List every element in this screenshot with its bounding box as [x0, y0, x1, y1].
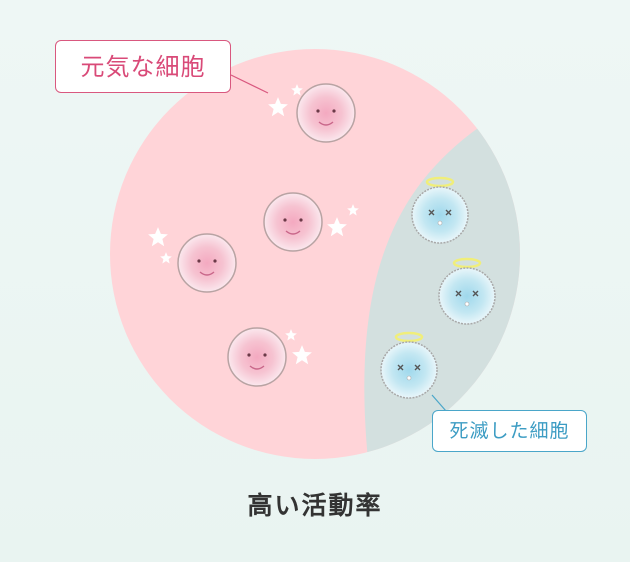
alive-cells-label-text: 元気な細胞 — [80, 52, 206, 81]
smiling-cell-icon — [177, 233, 237, 293]
alive-cells-label: 元気な細胞 — [55, 40, 231, 93]
alive-label-connector — [230, 74, 269, 94]
diagram-caption: 高い活動率 — [247, 491, 383, 520]
smiling-cell-icon — [227, 327, 287, 387]
dead-cells-label-text: 死滅した細胞 — [449, 419, 570, 442]
dead-cells-label: 死滅した細胞 — [432, 410, 587, 452]
dead-cell-with-halo-icon — [438, 257, 496, 325]
dead-label-connector — [431, 394, 447, 412]
dead-cell-with-halo-icon — [380, 331, 438, 399]
smiling-cell-icon — [296, 83, 356, 143]
smiling-cell-icon — [263, 192, 323, 252]
dead-cell-with-halo-icon — [411, 176, 469, 244]
